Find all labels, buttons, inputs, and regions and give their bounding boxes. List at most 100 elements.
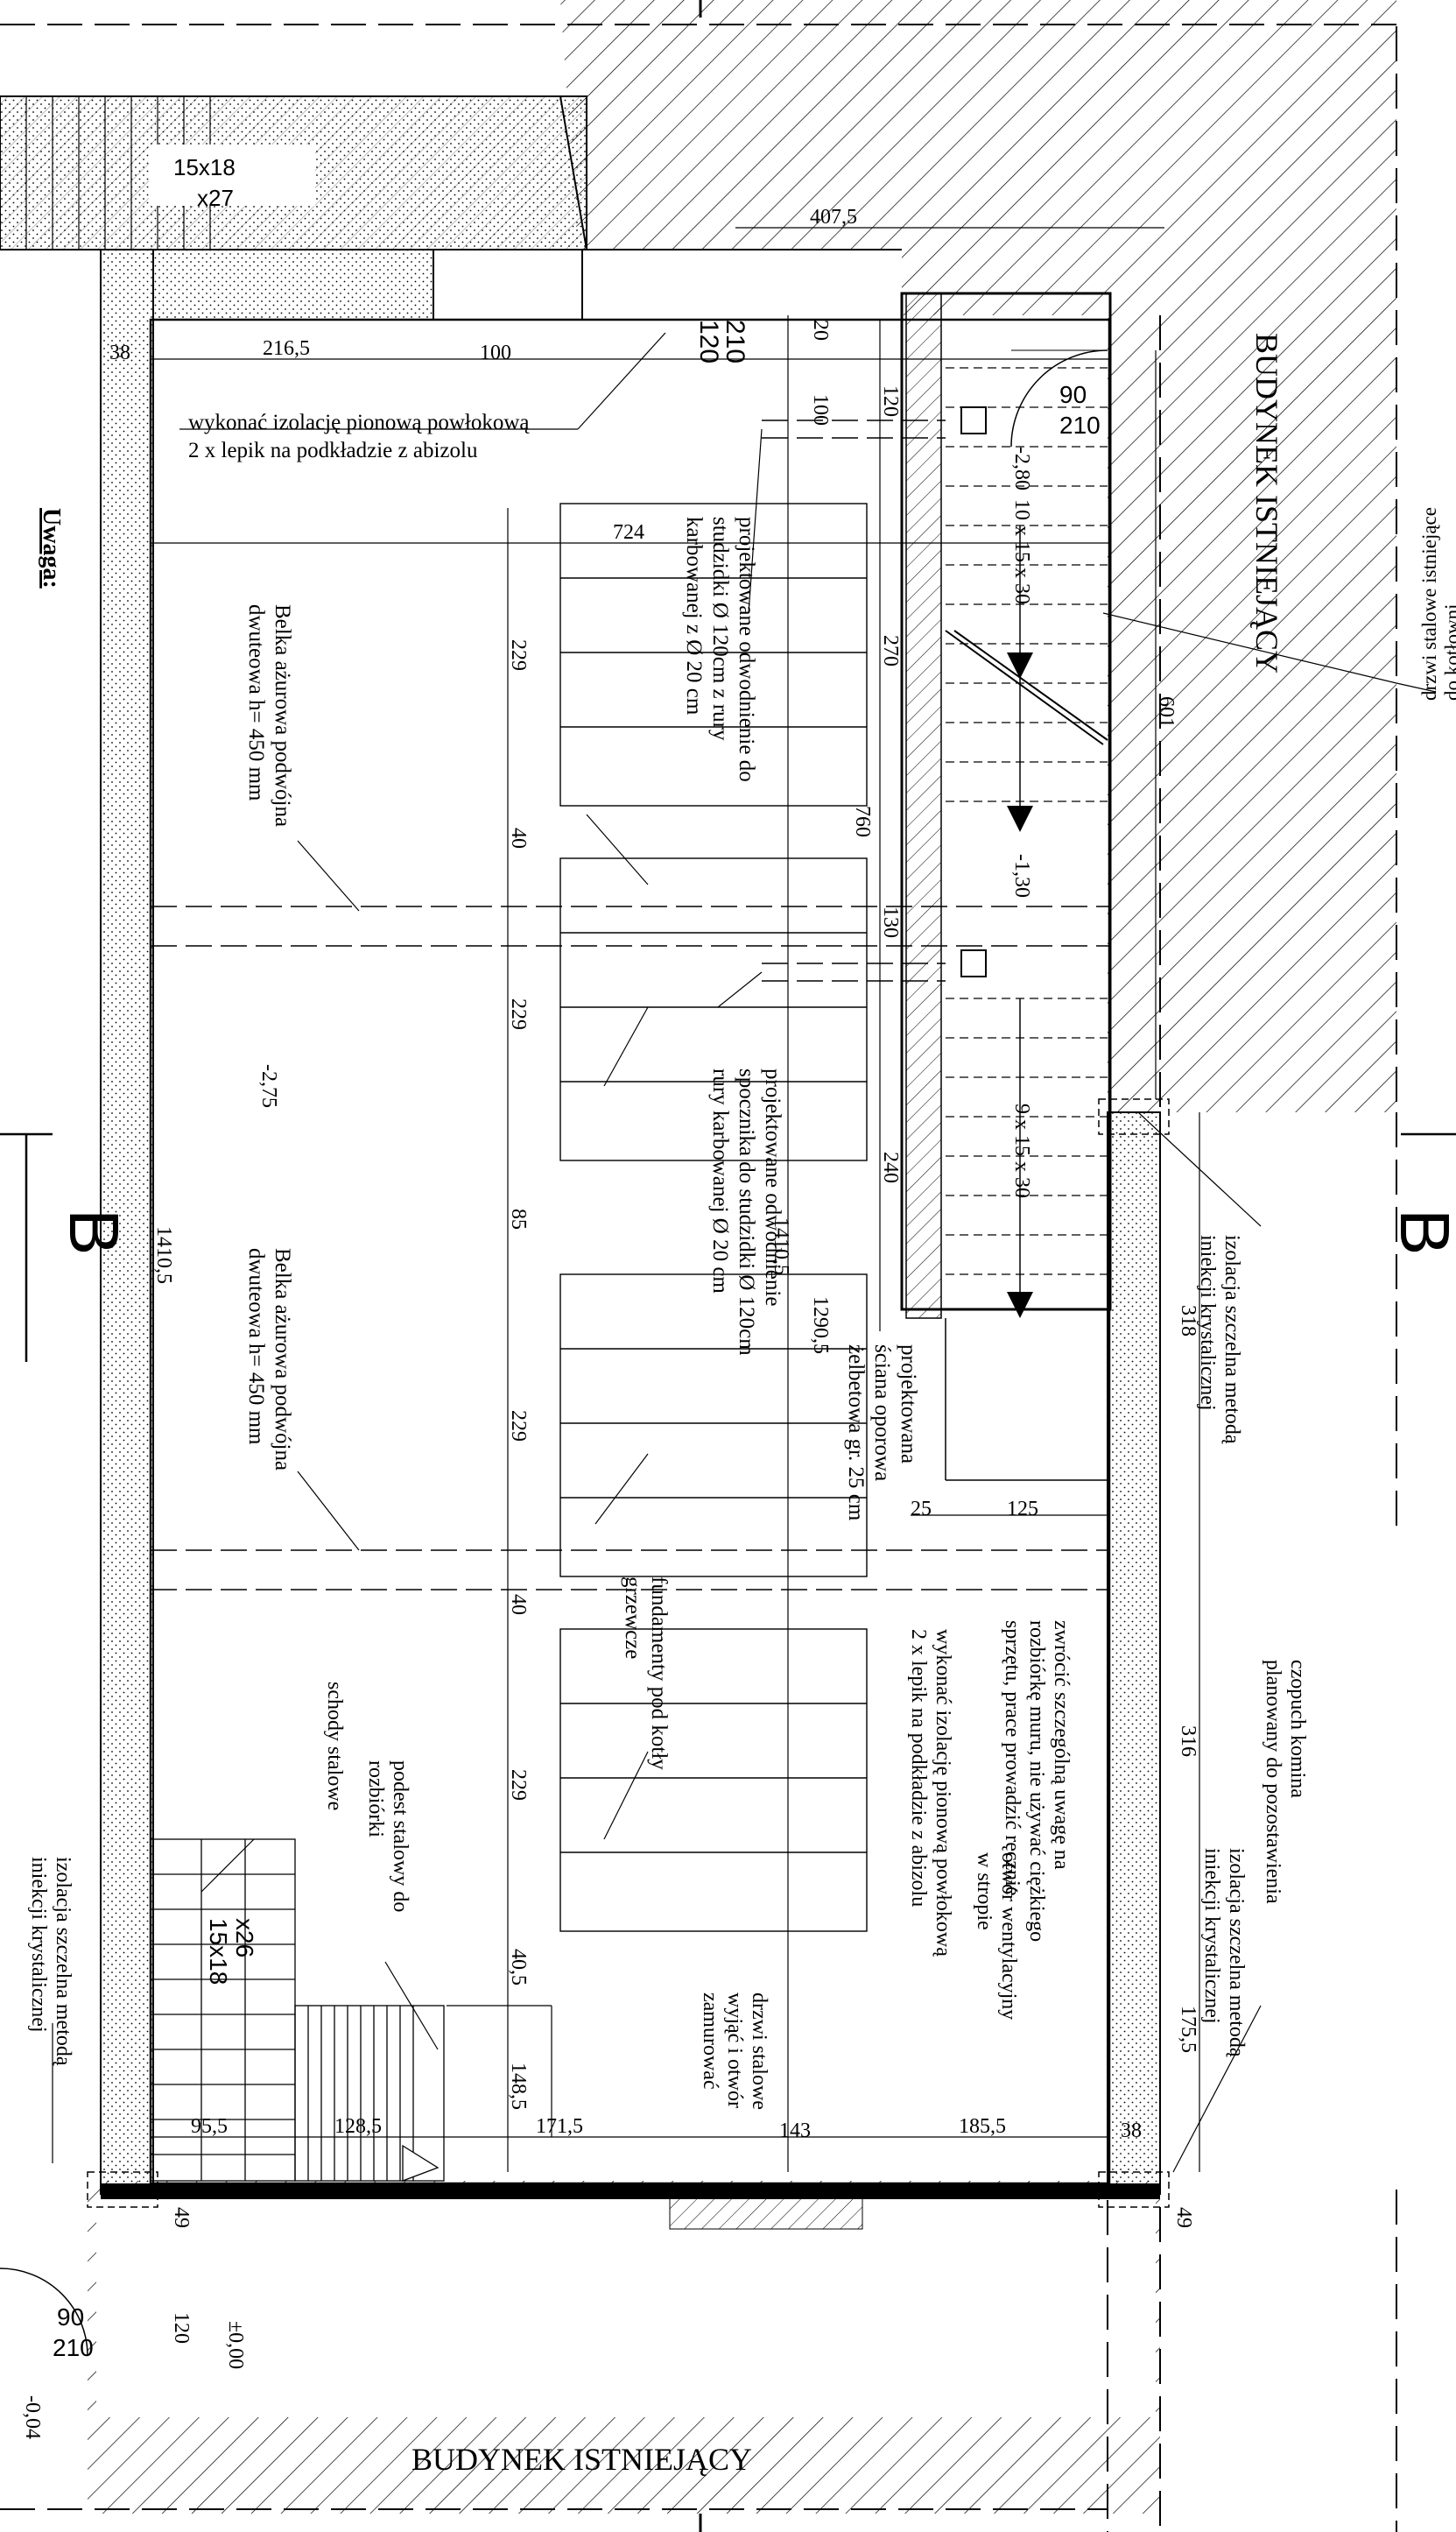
inj3-b: iniekcji krystalicznej [27,1857,50,2033]
dim-85: 85 [507,1209,530,1230]
dim-14105-a: 1410,5 [152,1226,175,1284]
section-b-right: B [1386,1209,1456,1255]
door-steel-a: drzwi stalowe [748,1992,770,2110]
wall-c: żelbetowa gr. 25 cm [844,1344,868,1521]
found-b: grzewcze [621,1576,644,1659]
inj-a: izolacja szczelna metodą [1220,1235,1243,1444]
landing-a: podest stalowy do [389,1760,411,1912]
drainage-b: studzidki Ø 120cm z rury [708,517,732,741]
care-a: zwrócić szczególną uwagę na [1050,1620,1073,1870]
stairs-steel: schody stalowe [323,1682,346,1810]
dim-4075: 407,5 [810,206,857,229]
dim-40-b: 40 [507,1594,530,1615]
level-275: -2,75 [257,1064,280,1108]
beam2-a: Belka ażurowa podwójna [271,1248,294,1471]
existing-building-bottom: BUDYNEK ISTNIEJĄCY [411,2442,752,2477]
dim-1855: 185,5 [959,2115,1006,2138]
stair2-count: x26 [231,1918,258,1957]
dim-229-a: 229 [507,639,530,671]
door-steel-b: wyjąć i otwór [723,1992,746,2108]
dim-955: 95,5 [191,2115,228,2138]
inj2-b: iniekcji krystalicznej [1200,1848,1223,2024]
dim-724: 724 [613,521,644,544]
dim-316: 316 [1177,1725,1199,1757]
dim-100-b: 100 [809,394,832,426]
beam1-b: dwuteowa h= 450 mm [244,604,268,801]
drainage2-c: rury karbowanej Ø 20 cm [708,1069,732,1294]
door-note-b: do kotłowni [1441,603,1456,701]
retaining-wall [905,293,942,1319]
door-bl-h: 210 [53,2334,94,2361]
level-280: -2,80 [1010,447,1033,490]
dim-229-d: 229 [507,1769,530,1801]
stairs-2: 9 x 15 x 30 [1010,1104,1033,1198]
vent-a: otwór wentylacyjny [997,1852,1020,2020]
dim-760: 760 [851,806,874,837]
inj-b: iniekcji krystalicznej [1196,1235,1219,1411]
dim-1485: 148,5 [507,2063,530,2110]
drainage-c: karbowanej z Ø 20 cm [682,517,706,716]
drainage2-b: spocznika do studzidki Ø 120cm [735,1069,758,1356]
inj2-a: izolacja szczelna metodą [1225,1848,1248,2057]
top-stair-count: x27 [197,185,234,211]
inj3-a: izolacja szczelna metodą [52,1857,74,2066]
door-left-h: 210 [721,320,749,363]
existing-building-right: BUDYNEK ISTNIEJĄCY [1249,333,1284,674]
drainage2-a: projektowane odwodnienie [761,1069,784,1306]
wall-a: projektowana [897,1344,920,1463]
stairs-1: 10 x 15 x 30 [1010,499,1033,604]
uwaga-label: Uwaga: [38,508,65,589]
dim-125: 125 [1007,1498,1038,1520]
dim-25: 25 [911,1498,932,1520]
dim-12905: 1290,5 [809,1296,832,1354]
dim-601: 601 [1155,696,1178,728]
stair2-label: 15x18 [205,1918,232,1985]
found-a: fundamenty pod kotły [647,1576,671,1770]
level-004: -0,04 [21,2395,44,2439]
boiler-foundations [559,503,868,1932]
dim-20: 20 [809,320,832,341]
ins2-b: 2 x lepik na podkładzie z abizolu [907,1629,930,1907]
dim-1755: 175,5 [1177,2006,1199,2053]
dim-240: 240 [879,1152,902,1183]
dim-2165: 216,5 [263,337,310,360]
top-stair-label: 15x18 [173,154,236,180]
dim-130: 130 [879,906,902,938]
dim-100: 100 [480,342,511,364]
beam1-a: Belka ażurowa podwójna [271,604,294,827]
level-130: -1,30 [1010,854,1033,898]
dim-38-right: 38 [1121,2119,1142,2142]
door-steel-c: zamurować [699,1992,721,2090]
dim-14105-b: 1410,5 [770,1217,792,1275]
door-bl-w: 90 [57,2303,84,2331]
wall-left [100,249,154,2195]
care-c: sprzętu, prace prowadzić ręcznie [1001,1620,1023,1895]
chimney-a: czopuch komina [1286,1660,1309,1798]
level-000: ±0,00 [224,2321,247,2369]
dim-120-b: 120 [170,2312,193,2344]
drainage-a: projektowane odwodnienie do [735,517,758,782]
beam2-b: dwuteowa h= 450 mm [244,1248,268,1445]
dim-120: 120 [879,385,902,417]
dim-318: 318 [1177,1305,1199,1337]
landing-b: rozbiórki [364,1760,387,1837]
ins2-a: wykonać izolację pionową powłokową [932,1629,954,1957]
dim-143: 143 [779,2119,811,2142]
door-right-w: 90 [1059,381,1087,408]
chimney-b: planowany do pozostawienia [1262,1660,1284,1904]
door-note-a: drzwi stalowe istniejące [1418,507,1440,701]
dim-229-c: 229 [507,1410,530,1442]
door-left-w: 120 [694,320,723,363]
section-b-left: B [55,1209,133,1255]
dim-405: 40,5 [507,1949,530,1985]
dim-38-left: 38 [109,342,130,364]
dim-229-b: 229 [507,998,530,1030]
wall-right [1107,1111,1161,2195]
dim-49-right: 49 [1172,2207,1195,2228]
note-insulation-1a: wykonać izolację pionową powłokową [188,411,530,434]
care-b: rozbiórkę muru, nie używać ciężkiego [1025,1620,1048,1942]
dim-40-a: 40 [507,828,530,849]
dim-1285: 128,5 [334,2115,382,2138]
vent-b: w stropie [973,1852,995,1930]
